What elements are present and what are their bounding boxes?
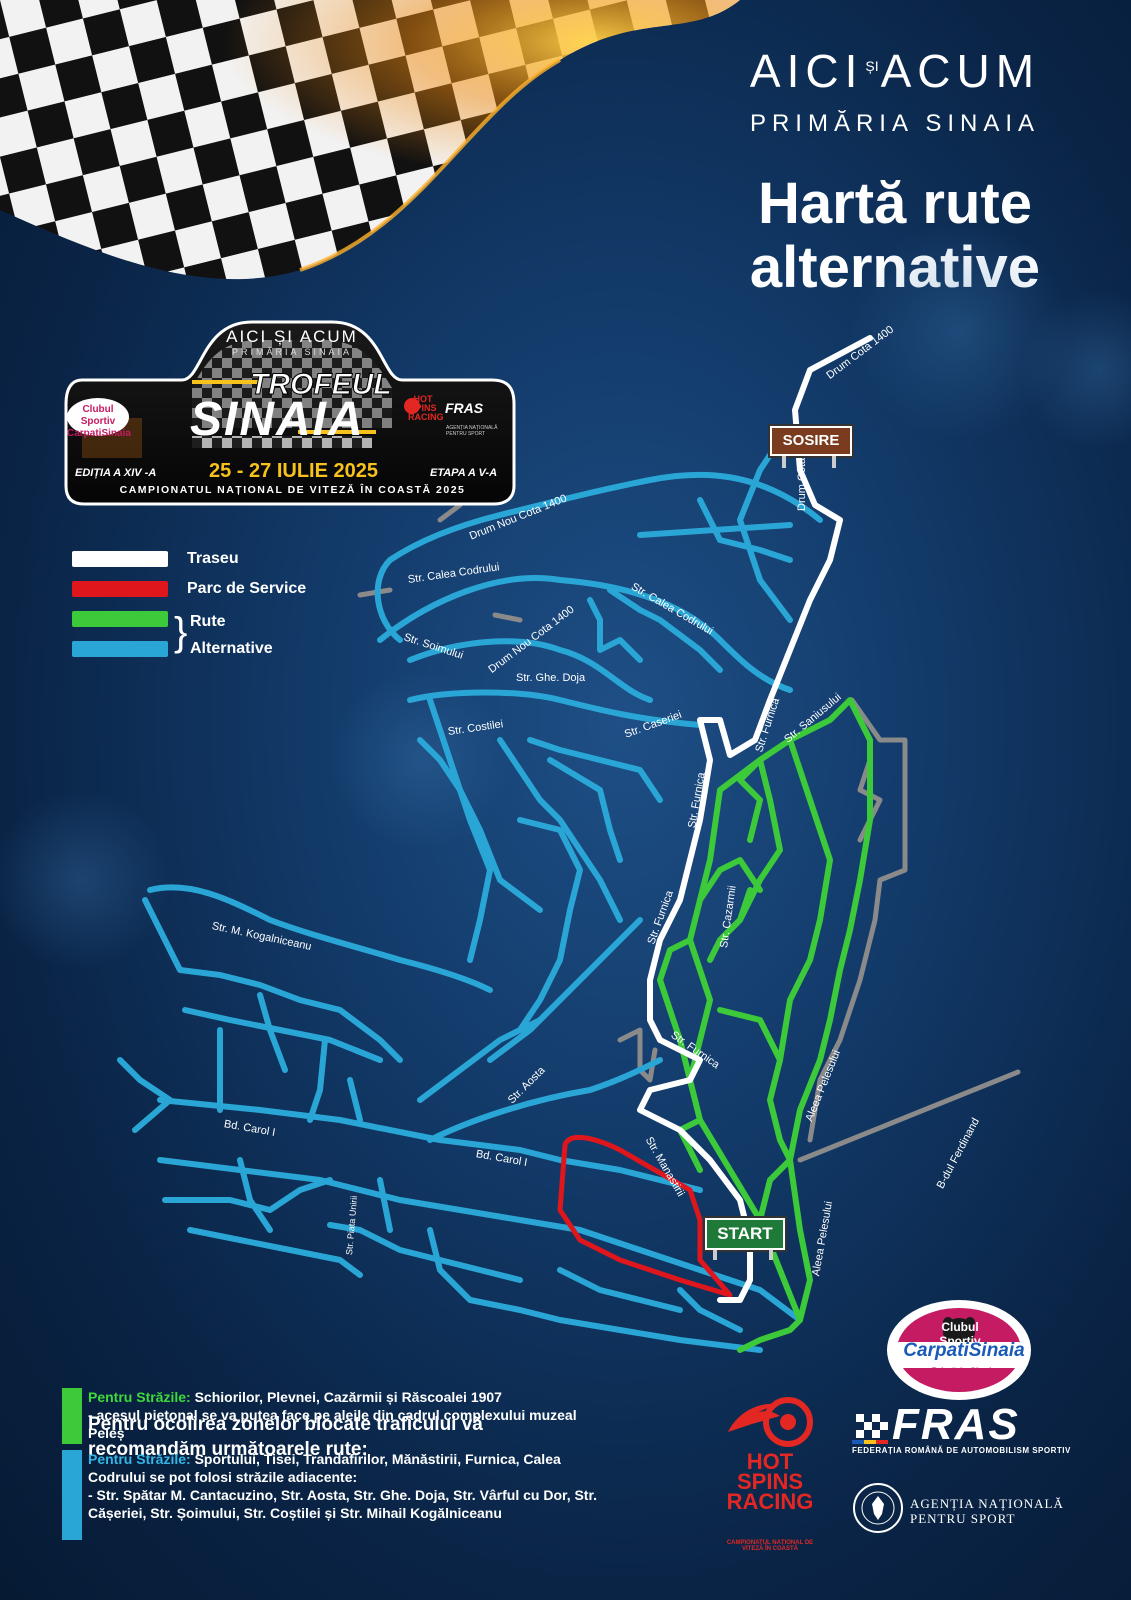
bokeh-light	[850, 220, 1070, 440]
brand-subtitle: PRIMĂRIA SINAIA	[749, 110, 1041, 137]
legend-label-alternative: Alternative	[190, 640, 273, 657]
notes-green-block: Pentru Străzile: Schiorilor, Plevnei, Ca…	[88, 1388, 608, 1442]
bokeh-light	[0, 790, 170, 970]
government-seal-icon	[853, 1483, 903, 1533]
legend-swatch-green	[72, 611, 168, 627]
plate-fras-logo: FRAS	[445, 400, 484, 416]
legend-brace: }	[174, 610, 188, 654]
start-sign: START	[703, 1216, 787, 1252]
plate-hot-spins-logo: HOT SPINS RACING	[408, 394, 444, 422]
notes-green-label: Pentru Străzile:	[88, 1389, 191, 1405]
plate-stage: ETAPA A V-A	[430, 467, 498, 479]
brand-right: ACUM	[880, 45, 1041, 97]
rally-plate	[64, 320, 516, 506]
fras-logo: FRAS	[892, 1400, 1020, 1449]
fras-flag-icon	[852, 1414, 888, 1444]
plate-event-line1: TROFEUL	[250, 368, 393, 402]
hot-spins-subtitle: CAMPIONATUL NAȚIONAL DE VITEZĂ ÎN COASTĂ	[726, 1540, 814, 1552]
plate-championship: CAMPIONATUL NAȚIONAL DE VITEZĂ ÎN COASTĂ…	[119, 484, 466, 496]
brand-left: AICI	[749, 45, 864, 97]
bokeh-light	[1020, 290, 1131, 450]
plate-club-badge: Clubul Sportiv CarpatiSinaia	[67, 398, 131, 439]
club-line1: Clubul Sportiv	[939, 1320, 981, 1348]
club-line3: Primăria Sinaia	[931, 1366, 997, 1376]
legend-label-traseu: Traseu	[187, 550, 239, 567]
hot-spins-wheel-icon	[728, 1397, 813, 1447]
notes-heading: Pentru ocolirea zonelor blocate traficul…	[88, 1414, 483, 1460]
notes-green-detail: - acesul pietonal se va putea face pe al…	[88, 1407, 577, 1441]
plate-edition: EDIȚIA A XIV -A	[75, 467, 157, 479]
start-sign-post	[713, 1250, 717, 1260]
legend-label-parc: Parc de Service	[187, 580, 307, 597]
hot-line1: HOT	[746, 1449, 794, 1474]
notes-blue-streets: Sportului, Tisei, Trandafirilor, Mănăsti…	[88, 1451, 561, 1485]
blue-alternative-routes	[117, 452, 823, 1353]
hot-spins-logo: HOT SPINS RACING	[720, 1449, 820, 1514]
finish-sign: SOSIRE	[768, 424, 854, 458]
club-sportiv-logo	[887, 1300, 1031, 1400]
legend-swatch-parc	[72, 581, 168, 597]
notes-blue-detail: - Str. Spătar M. Cantacuzino, Str. Aosta…	[88, 1487, 598, 1521]
hot-line2: SPINS	[736, 1469, 804, 1494]
start-sign-post	[769, 1250, 773, 1260]
notes-blue-bar	[62, 1450, 82, 1540]
brand-si: ȘI	[865, 57, 879, 74]
notes-blue-block: Pentru Străzile: Sportului, Tisei, Trand…	[88, 1450, 608, 1522]
hot-line3: RACING	[726, 1489, 814, 1514]
plate-brand: AICI ȘI ACUM	[226, 327, 358, 346]
notes-blue-label: Pentru Străzile:	[88, 1451, 191, 1467]
finish-sign-post	[782, 456, 786, 468]
service-park-loop	[557, 1134, 733, 1298]
checkered-flag	[0, 0, 740, 280]
race-route	[637, 335, 873, 1303]
street-label: Str. Ghe. Doja	[516, 672, 586, 684]
legend-swatch-traseu	[72, 551, 168, 567]
plate-dates: 25 - 27 IULIE 2025	[209, 460, 378, 482]
plate-agency-logo: AGENȚIA NAȚIONALĂ PENTRU SPORT	[446, 425, 498, 437]
agency-logo: AGENȚIA NAȚIONALĂ PENTRU SPORT	[910, 1496, 1064, 1526]
plate-brand-sub: PRIMĂRIA SINAIA	[231, 347, 353, 357]
plate-event-line2: SINAIA	[190, 393, 365, 446]
notes-green-bar	[62, 1388, 82, 1444]
finish-sign-post	[832, 456, 836, 468]
club-line2: CarpatiSinaia	[903, 1340, 1025, 1361]
agency-line2: PENTRU SPORT	[910, 1511, 1016, 1526]
agency-line1: AGENȚIA NAȚIONALĂ	[910, 1496, 1064, 1511]
fras-subtitle: FEDERAȚIA ROMÂNĂ DE AUTOMOBILISM SPORTIV	[852, 1446, 1071, 1455]
notes-green-streets: Schiorilor, Plevnei, Cazărmii și Răscoal…	[190, 1389, 502, 1405]
legend-label-rute: Rute	[190, 613, 226, 630]
legend-swatch-blue	[72, 641, 168, 657]
